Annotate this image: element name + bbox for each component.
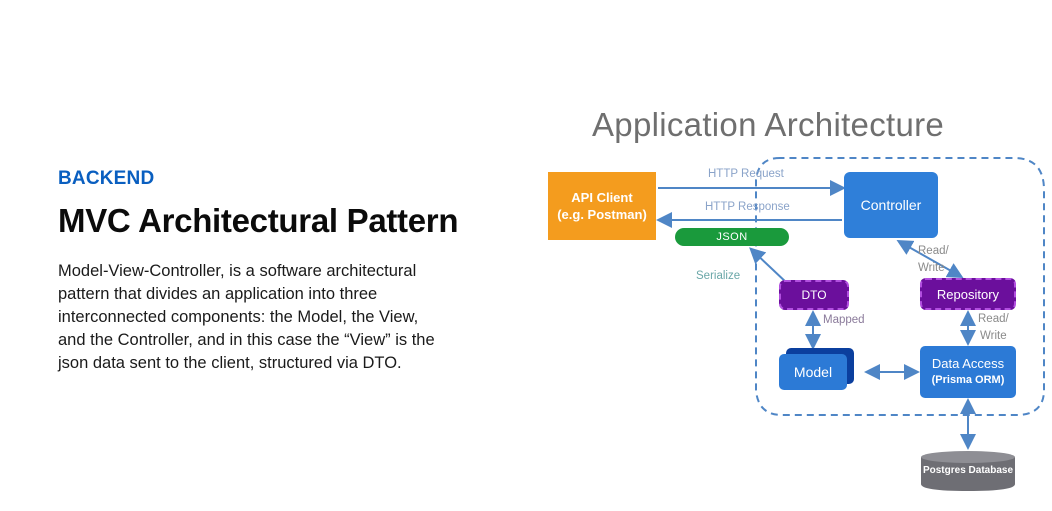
json-pill: JSON <box>675 228 789 246</box>
section-eyebrow: BACKEND <box>58 168 155 189</box>
read-write-label-2b: Write <box>980 330 1007 342</box>
mapped-label: Mapped <box>823 314 865 326</box>
http-response-label: HTTP Response <box>705 201 790 213</box>
serialize-label: Serialize <box>696 270 741 282</box>
data-access-label: Data Access <box>931 356 1005 371</box>
api-client-sublabel: (e.g. Postman) <box>557 207 647 222</box>
repository-box: Repository <box>920 278 1016 310</box>
controller-repository-arrow <box>896 240 964 278</box>
read-write-label-1: Read/ <box>918 245 949 257</box>
database-label: Postgres Database <box>922 465 1014 476</box>
serialize-arrow <box>749 247 789 285</box>
diagram-title: Application Architecture <box>592 106 945 143</box>
database-cylinder: Postgres Database <box>920 450 1016 492</box>
system-boundary <box>755 157 1045 416</box>
content-panel: BACKEND MVC Architectural Pattern Model-… <box>58 168 478 375</box>
data-access-box: Data Access (Prisma ORM) <box>920 346 1016 398</box>
read-write-label-2: Read/ <box>978 313 1009 325</box>
data-access-sublabel: (Prisma ORM) <box>931 374 1005 386</box>
model-box: Model <box>779 354 847 390</box>
http-request-label: HTTP Request <box>708 168 784 180</box>
dto-box: DTO <box>779 280 849 310</box>
description-text: Model-View-Controller, is a software arc… <box>58 262 435 372</box>
read-write-label-1b: Write <box>918 262 945 274</box>
api-client-box: API Client (e.g. Postman) <box>548 172 656 240</box>
controller-box: Controller <box>844 172 938 238</box>
page-title: MVC Architectural Pattern <box>58 202 459 239</box>
architecture-diagram: Application Architecture API Client (e.g… <box>530 100 1052 511</box>
database-icon <box>921 451 1015 491</box>
diagram-connectors <box>656 157 1045 450</box>
api-client-label: API Client <box>571 190 633 205</box>
